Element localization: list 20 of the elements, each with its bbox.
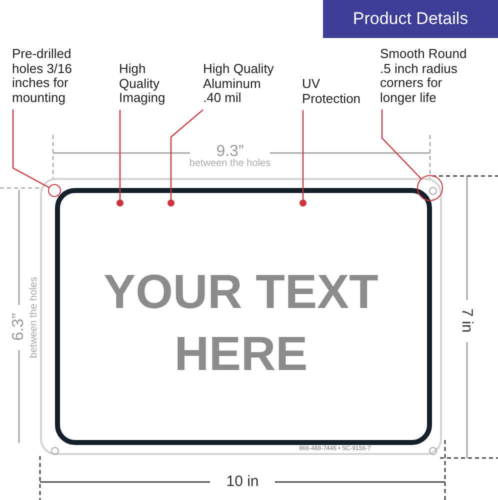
callout-text: High Quality Aluminum .40 mil (203, 62, 279, 106)
title-banner: Product Details (323, 0, 498, 38)
leader-line (381, 109, 422, 180)
callout-text: Smooth Round .5 inch radius corners for longer life (380, 47, 470, 106)
dimension-label: 6.3” (10, 312, 28, 343)
corner-highlight (417, 175, 443, 201)
leader-line (12, 109, 50, 188)
dimension-note: between the holes (28, 276, 40, 360)
dimension-note: between the holes (188, 158, 272, 169)
callout-text: UV Protection (302, 77, 378, 106)
dimension-label: 7 in (458, 307, 476, 335)
leader-line (168, 109, 204, 206)
mounting-hole (48, 184, 61, 197)
placeholder-text: YOUR TEXT HERE (102, 265, 380, 383)
dimension-label: 10 in (225, 473, 260, 490)
leader-line (116, 110, 124, 206)
callout-text: High Quality Imaging (119, 62, 181, 106)
dimension-label: 9.3” (216, 143, 245, 160)
leader-line (300, 110, 306, 206)
callout-text: Pre-drilled holes 3/16 inches for mounting (12, 47, 90, 106)
